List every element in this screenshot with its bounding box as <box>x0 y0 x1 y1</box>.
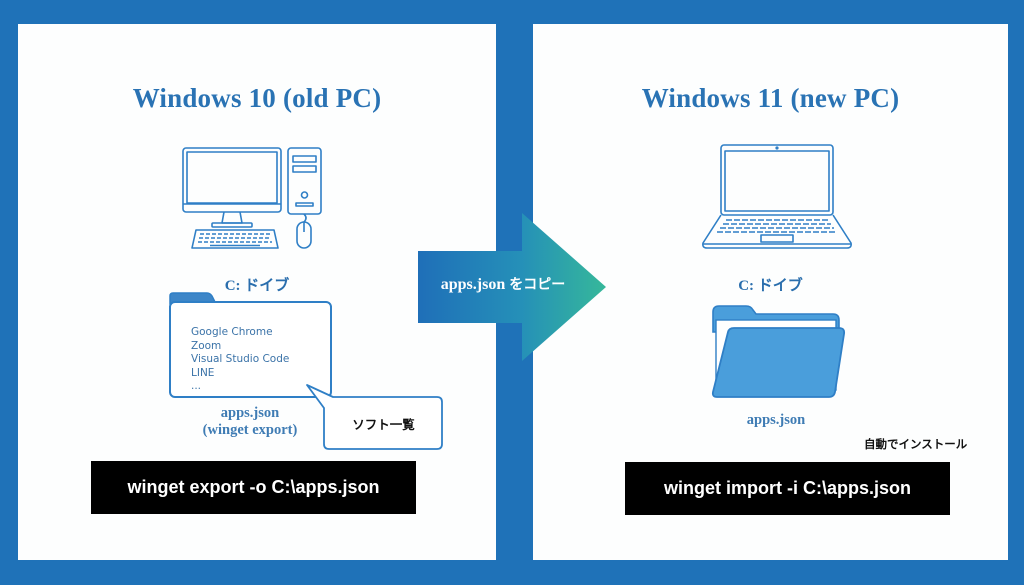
arrow-label-file: apps.json <box>440 276 506 293</box>
file-source: (winget export) <box>202 422 298 438</box>
app-list-item: Google Chrome <box>191 326 273 338</box>
arrow-label-action: をコピー <box>509 277 566 293</box>
app-list-item: LINE <box>191 366 215 379</box>
new-pc-title: Windows 11 (new PC) <box>641 83 900 113</box>
old-pc-drive-label: C: ドイブ <box>224 278 290 294</box>
old-pc-title: Windows 10 (old PC) <box>132 83 382 113</box>
new-pc-drive-label: C: ドイブ <box>738 278 803 294</box>
auto-install-note: 自動でインストール <box>864 437 968 451</box>
app-list-item: Zoom <box>191 339 222 352</box>
export-command: winget export -o C:\apps.json <box>91 461 416 514</box>
laptop-icon <box>702 144 852 249</box>
app-list-item: Visual Studio Code <box>191 353 290 366</box>
folder-outline-icon <box>169 292 332 398</box>
arrow-shape <box>418 213 606 361</box>
callout-bubble <box>306 384 443 450</box>
file-name: apps.json <box>220 405 280 421</box>
app-list-item: ... <box>191 380 202 393</box>
arrow-label: apps.json をコピー <box>418 274 588 294</box>
folder-open-icon <box>711 305 846 398</box>
desktop-pc-icon <box>182 147 322 249</box>
import-command: winget import -i C:\apps.json <box>625 462 950 515</box>
callout-text: ソフト一覧 <box>352 417 415 432</box>
old-pc-file-label: apps.json (winget export) <box>170 405 330 439</box>
new-pc-file-label: apps.json <box>746 412 806 428</box>
app-list: Google Chrome Zoom Visual Studio Code LI… <box>191 326 289 394</box>
